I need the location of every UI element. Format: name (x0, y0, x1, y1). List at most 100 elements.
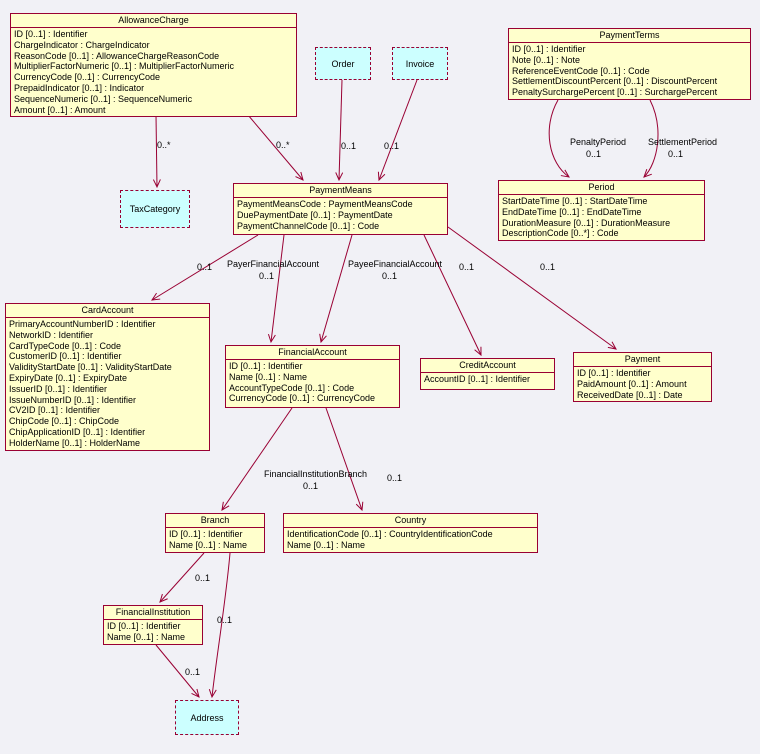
attribute: ReferenceEventCode [0..1] : Code (512, 65, 650, 76)
edge-order-paymentmeans (335, 79, 344, 182)
class-title-credit-account: CreditAccount (421, 359, 554, 373)
attribute: SettlementDiscountPercent [0..1] : Disco… (512, 76, 718, 87)
edge-label: 0..* (157, 140, 171, 150)
attribute: Note [0..1] : Note (512, 54, 581, 65)
class-title-payment-terms: PaymentTerms (509, 29, 750, 43)
ref-tax-category: TaxCategory (120, 190, 190, 228)
attribute: IdentificationCode [0..1] : CountryIdent… (287, 529, 493, 539)
attribute: ID [0..1] : Identifier (169, 529, 243, 539)
attribute: ChargeIndicator : ChargeIndicator (14, 39, 150, 50)
class-title-branch: Branch (166, 514, 264, 528)
ref-label: Address (190, 712, 224, 723)
attribute: CV2ID [0..1] : Identifier (9, 405, 101, 416)
edge-label: 0..1 (195, 573, 211, 583)
attribute: ChipApplicationID [0..1] : Identifier (9, 426, 146, 437)
edge-label: PenaltyPeriod (570, 137, 627, 147)
edge-financialaccount-country (325, 407, 364, 512)
attribute: CurrencyCode [0..1] : CurrencyCode (229, 393, 376, 404)
class-title-period: Period (499, 181, 704, 195)
class-attributes: IdentificationCode [0..1] : CountryIdent… (284, 528, 537, 552)
edge-label: PayeeFinancialAccount (348, 259, 443, 269)
edge-label: 0..1 (540, 262, 556, 272)
attribute: CurrencyCode [0..1] : CurrencyCode (14, 72, 161, 83)
edge-label: 0..1 (259, 271, 275, 281)
attribute: PaymentChannelCode [0..1] : Code (237, 220, 380, 231)
ref-label: Invoice (405, 58, 435, 69)
attribute: ReasonCode [0..1] : AllowanceChargeReaso… (14, 50, 220, 61)
class-title-payment-means: PaymentMeans (234, 184, 447, 198)
edge-allowancecharge-taxcategory (152, 114, 161, 189)
edge-label: SettlementPeriod (648, 137, 718, 147)
edge-label: FinancialInstitutionBranch (264, 469, 368, 479)
ref-address: Address (175, 700, 239, 735)
edge-label: 0..1 (382, 271, 398, 281)
ref-label: TaxCategory (129, 204, 181, 214)
attribute: EndDateTime [0..1] : EndDateTime (502, 206, 642, 217)
attribute: Name [0..1] : Name (169, 539, 248, 550)
edge-paymentmeans-creditaccount (423, 234, 482, 357)
edge-label: PayerFinancialAccount (227, 259, 320, 269)
class-title-financial-account: FinancialAccount (226, 346, 399, 360)
attribute: DurationMeasure [0..1] : DurationMeasure (502, 217, 671, 228)
attribute: Name [0..1] : Name (229, 371, 308, 382)
attribute: ID [0..1] : Identifier (229, 361, 303, 371)
edge-label: 0..1 (668, 149, 684, 159)
attribute: ID [0..1] : Identifier (107, 621, 181, 631)
edge-label: 0..* (276, 140, 290, 150)
attribute: ExpiryDate [0..1] : ExpiryDate (9, 372, 128, 383)
edge-label: 0..1 (217, 615, 233, 625)
edge-paymentmeans-payment (447, 226, 617, 350)
attribute: NetworkID : Identifier (9, 329, 94, 340)
attribute: StartDateTime [0..1] : StartDateTime (502, 196, 648, 206)
attribute: Name [0..1] : Name (287, 539, 366, 550)
attribute: ID [0..1] : Identifier (512, 44, 586, 54)
attribute: PaidAmount [0..1] : Amount (577, 378, 687, 389)
edge-label: 0..1 (185, 667, 201, 677)
attribute: AccountTypeCode [0..1] : Code (229, 382, 355, 393)
attribute: IssuerID [0..1] : Identifier (9, 383, 108, 394)
class-title-card-account: CardAccount (6, 304, 209, 318)
attribute: ID [0..1] : Identifier (577, 368, 651, 378)
edge-paymentterms-period-penalty (548, 99, 570, 178)
attribute: CardTypeCode [0..1] : Code (9, 340, 122, 351)
edge-paymentmeans-financialaccount-payer (267, 234, 285, 344)
edge-label: 0..1 (387, 473, 403, 483)
attribute: PenaltySurchargePercent [0..1] : Surchar… (512, 87, 718, 98)
attribute: Amount [0..1] : Amount (14, 104, 106, 115)
attribute: IssueNumberID [0..1] : Identifier (9, 394, 137, 405)
edge-label: 0..1 (384, 141, 400, 151)
attribute: CustomerID [0..1] : Identifier (9, 351, 122, 362)
attribute: PaymentMeansCode : PaymentMeansCode (237, 199, 413, 209)
ref-invoice: Invoice (392, 47, 448, 80)
edge-invoice-paymentmeans (377, 79, 418, 182)
edge-label: 0..1 (459, 262, 475, 272)
class-title-allowance-charge: AllowanceCharge (11, 14, 296, 28)
edge-label: 0..1 (586, 149, 602, 159)
edge-label: 0..1 (341, 141, 357, 151)
class-title-country: Country (284, 514, 537, 528)
class-title-financial-institution: FinancialInstitution (104, 606, 202, 620)
attribute: ChipCode [0..1] : ChipCode (9, 416, 120, 427)
attribute: DescriptionCode [0..*] : Code (502, 228, 619, 239)
attribute: MultiplierFactorNumeric [0..1] : Multipl… (14, 61, 235, 72)
attribute: AccountID [0..1] : Identifier (424, 374, 531, 384)
edge-paymentmeans-financialaccount-payee (319, 234, 353, 344)
